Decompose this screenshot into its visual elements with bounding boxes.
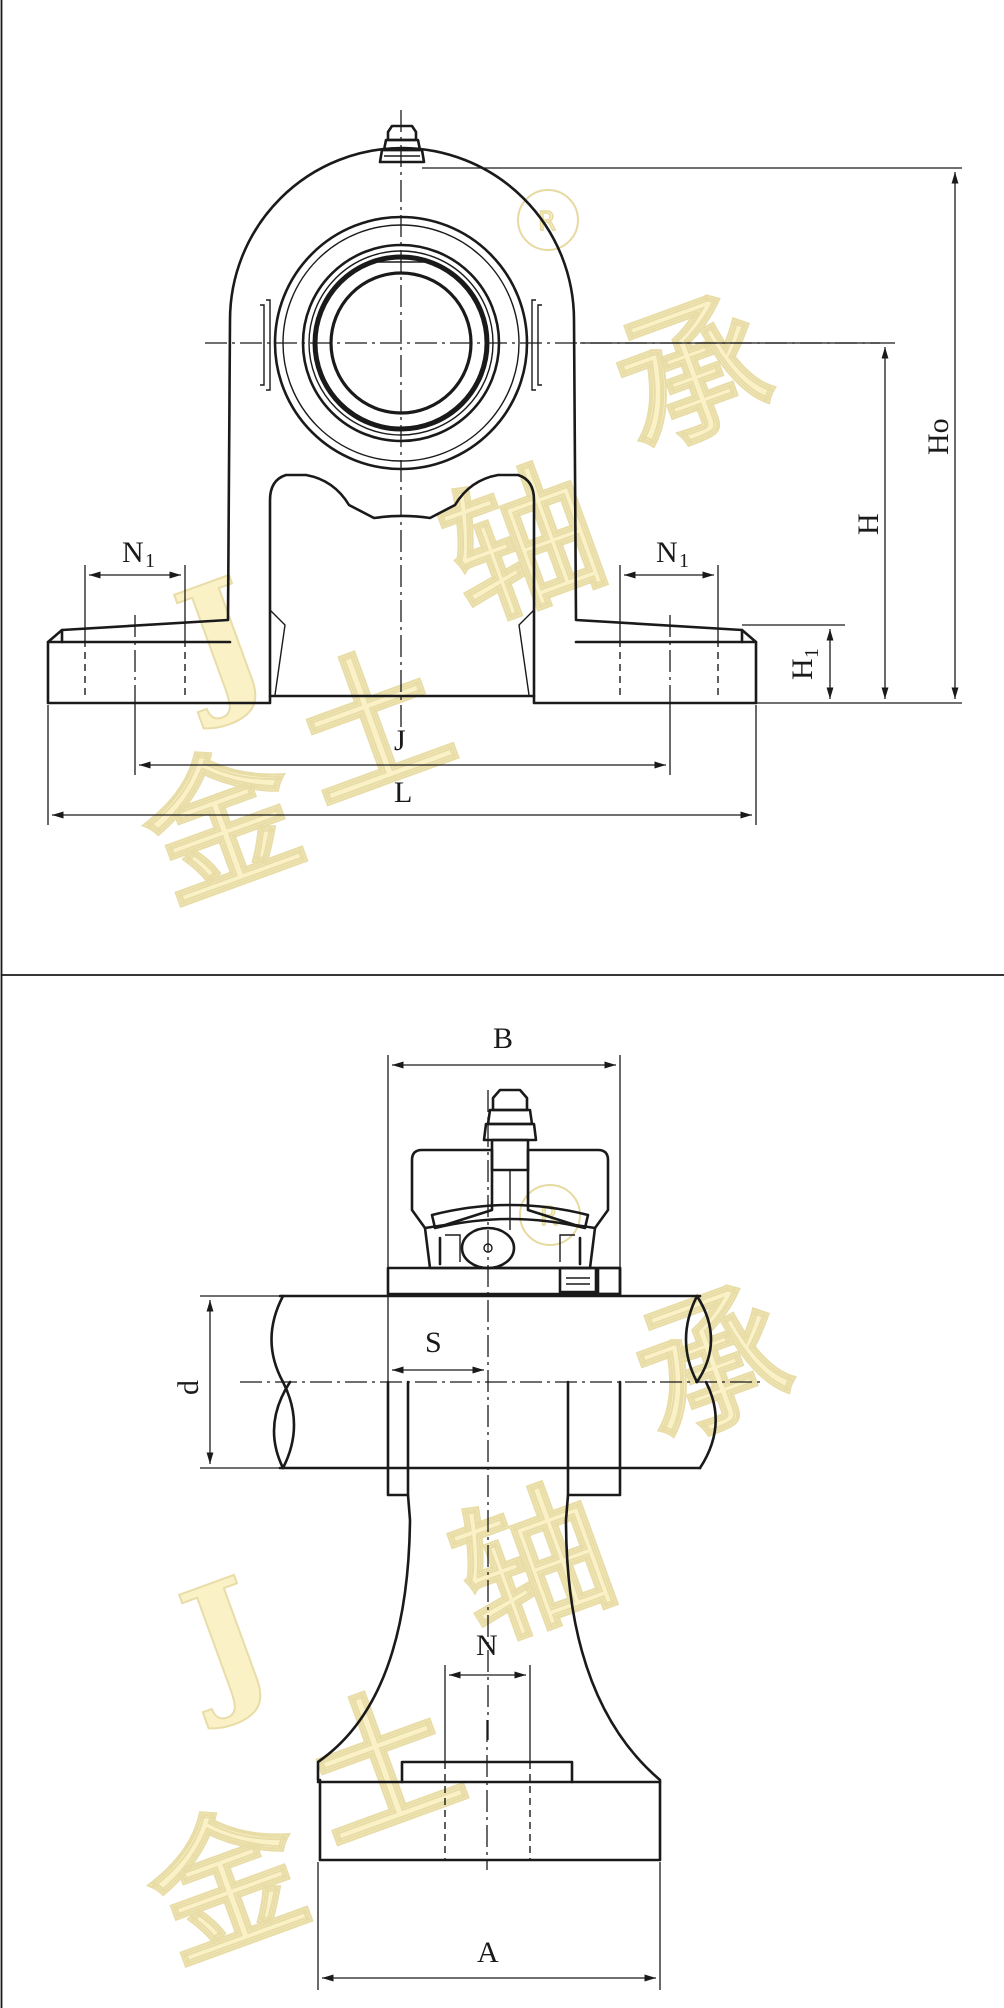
dim-label-h1: H <box>786 658 819 680</box>
watermark-glyph-zhou-2: 轴 <box>432 1457 633 1674</box>
dim-label-n1-right: N <box>656 536 678 569</box>
dim-label-ho: Ho <box>922 418 955 455</box>
dim-label-l: L <box>394 776 412 809</box>
dim-label-n1-left-sub: 1 <box>145 550 155 572</box>
watermark: J 金 土 轴 承 R J 金 土 轴 承 R <box>120 189 814 1995</box>
dim-label-b: B <box>493 1022 513 1055</box>
dim-label-s: S <box>425 1326 442 1359</box>
watermark-glyph-j-2: J <box>152 1544 289 1737</box>
front-view: Ho H H 1 N 1 N 1 J <box>46 110 962 825</box>
dim-label-a: A <box>477 1936 499 1969</box>
dim-label-d: d <box>172 1380 205 1395</box>
side-dimensions: B S d N A <box>172 1022 661 1990</box>
watermark-glyph-jin-2: 金 <box>126 1777 329 1994</box>
watermark-registered-mark: R <box>538 207 556 237</box>
watermark-glyph-tu-2: 土 <box>282 1657 483 1874</box>
side-view: B S d N A <box>172 1022 760 1990</box>
pedestal-body <box>316 1380 662 1862</box>
dim-label-h1-sub: 1 <box>801 648 823 658</box>
dim-label-n: N <box>476 1629 498 1662</box>
watermark-glyph-tu: 土 <box>272 617 473 834</box>
grease-nipple <box>378 124 426 164</box>
dim-label-j: J <box>394 724 406 757</box>
inner-ring <box>386 1266 622 1296</box>
front-dimensions: Ho H H 1 N 1 N 1 J <box>47 167 962 825</box>
watermark-glyph-cheng: 承 <box>592 267 793 484</box>
dim-label-n1-left: N <box>122 536 144 569</box>
watermark-glyph-jin: 金 <box>121 717 324 934</box>
dim-label-n1-right-sub: 1 <box>679 550 689 572</box>
shaft <box>240 1294 760 1470</box>
housing-cap <box>410 1148 494 1230</box>
dim-label-h: H <box>852 513 885 535</box>
